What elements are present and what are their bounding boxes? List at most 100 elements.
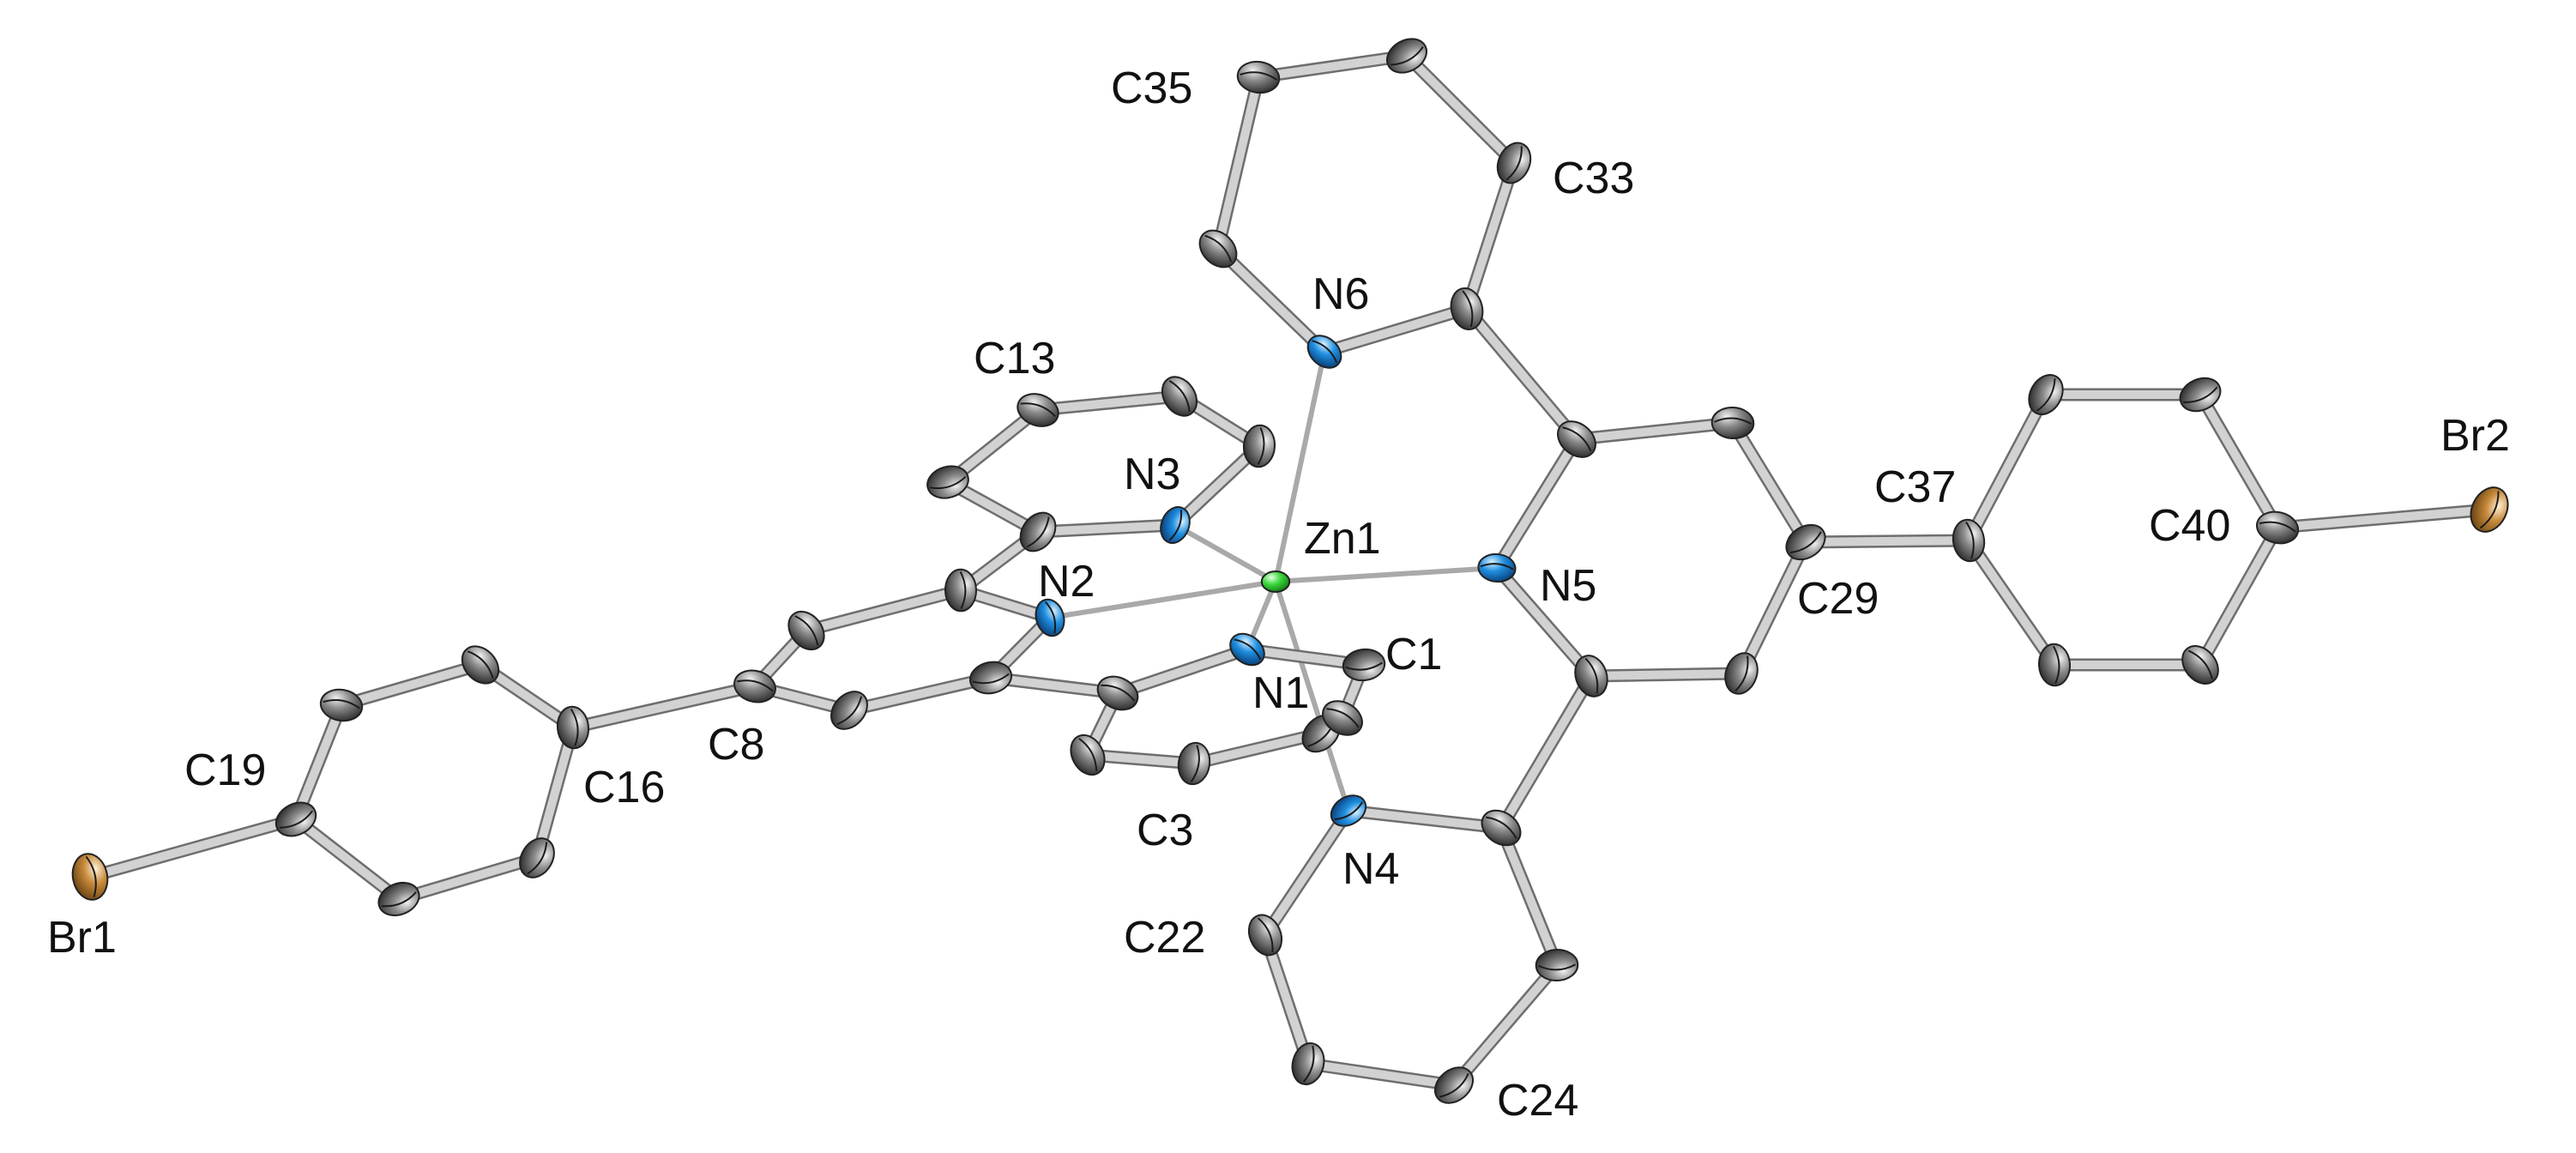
bond-c25-c26 [1494,821,1564,972]
bond-c29-c37 [1799,534,1976,549]
coordination-bond-zn1-n3 [1173,522,1277,584]
bond-n4-c22 [1258,804,1355,942]
atom-c41 [2181,645,2219,685]
coordination-bond-zn1-n2 [1049,579,1276,620]
bond-c39-c40 [2193,388,2284,534]
atom-c18 [319,688,364,722]
atom-c17 [461,645,500,685]
atom-c29 [1785,523,1826,561]
atom-c13 [1017,393,1059,427]
atom-c9 [787,610,825,651]
coordination-bond-zn1-n4 [1273,581,1351,812]
atom-label-c40: C40 [2149,501,2230,551]
bond-c24-c25 [1447,958,1564,1092]
coordination-bonds [1049,351,1498,812]
atom-label-n6: N6 [1312,269,1369,319]
atom-label-c13: C13 [974,334,1055,383]
bond-c9-c10 [799,583,968,637]
atom-label-c33: C33 [1553,154,1634,203]
atom-n4 [1330,794,1367,827]
atom-c6 [968,661,1013,695]
atom-label-c16: C16 [583,763,665,812]
bond-c27-c26 [1494,669,1598,835]
atom-label-zn1: Zn1 [1304,514,1381,564]
bond-c35-c34 [1252,49,1414,84]
bond-c31-n5 [1490,432,1584,575]
atom-c42 [2037,643,2072,687]
atom-c7 [830,691,868,730]
atom-c14b [1242,424,1276,468]
atom-c14 [1161,376,1198,417]
atom-n5 [1477,552,1517,583]
atom-c37 [1952,518,1986,563]
atom-label-c1: C1 [1385,630,1442,679]
atom-label-c8: C8 [708,720,764,770]
atom-c16 [556,705,590,750]
atom-c35 [1236,60,1281,94]
bond-c16-c15 [530,721,580,865]
bond-c32-n6 [1318,302,1474,359]
atom-label-c37: C37 [1874,462,1956,512]
atom-c31 [1557,420,1596,458]
coordination-bond-zn1-n6 [1273,351,1327,583]
atom-c11 [1019,511,1057,552]
bond-c2-n1 [1111,643,1254,700]
atom-c4 [1177,741,1211,786]
bond-c40-c41 [2193,521,2284,672]
atom-label-c19: C19 [184,746,266,795]
atom-n6 [1306,335,1342,369]
bond-c32-c31 [1460,302,1584,446]
atom-label-c24: C24 [1497,1076,1578,1126]
bond-c33-c32 [1460,156,1521,316]
atom-br2 [2470,486,2509,533]
coordination-bond-zn1-n5 [1275,565,1498,584]
atom-c22 [1247,914,1283,957]
bond-c30-c29 [1726,416,1813,549]
bond-c19-c18 [289,698,348,826]
bond-c34-c33 [1400,49,1521,170]
atom-label-n4: N4 [1342,844,1399,894]
atom-c2 [1096,675,1139,711]
bond-c23-c24 [1301,1057,1461,1092]
atom-c20 [377,881,420,917]
atom-c26 [1481,809,1522,847]
bond-n6-c36 [1211,242,1331,359]
atom-c8 [733,669,776,703]
bond-c40-br2 [2271,503,2496,534]
bond-c14b-n3 [1168,439,1266,532]
atom-n1 [1229,632,1265,667]
bond-c31-c30 [1570,416,1740,446]
bond-c6-c2 [984,671,1125,700]
bond-c27-n5 [1490,561,1598,683]
atom-n3 [1160,506,1191,544]
atom-c12 [926,465,969,499]
atom-c28 [1724,652,1759,695]
covalent-bonds [83,49,2496,1092]
atom-label-br2: Br2 [2440,411,2510,461]
atom-c1 [1342,648,1386,682]
atom-c25 [1535,948,1579,982]
atom-label-n5: N5 [1540,561,1596,611]
bond-c11-n3 [1031,518,1182,539]
atom-label-c3: C3 [1137,806,1193,855]
atom-c24 [1433,1066,1475,1104]
atom-c36 [1198,229,1238,269]
atom-n2 [1035,598,1065,637]
bond-c5-c4 [1187,727,1328,770]
atom-c38 [2028,374,2064,415]
atom-c21 [1322,700,1363,736]
atom-c27 [1574,655,1608,697]
bond-c26-n4 [1342,804,1508,835]
atom-label-c22: C22 [1124,913,1205,963]
atom-c34 [1386,38,1427,74]
atom-label-br1: Br1 [47,913,117,963]
bond-c22-c23 [1258,928,1315,1071]
atom-labels: Br1 Br2 C1 C3 C8 C13 C16 C19 C22 C24 C29… [47,63,2510,1126]
bond-c16-c8 [566,679,762,734]
bond-c28-c27 [1584,667,1748,683]
bond-c4-c3 [1081,748,1201,770]
atom-c3 [1070,733,1106,776]
atom-zn1 [1260,570,1291,593]
bond-c18-c17 [335,658,487,712]
atom-c23 [1291,1042,1325,1085]
